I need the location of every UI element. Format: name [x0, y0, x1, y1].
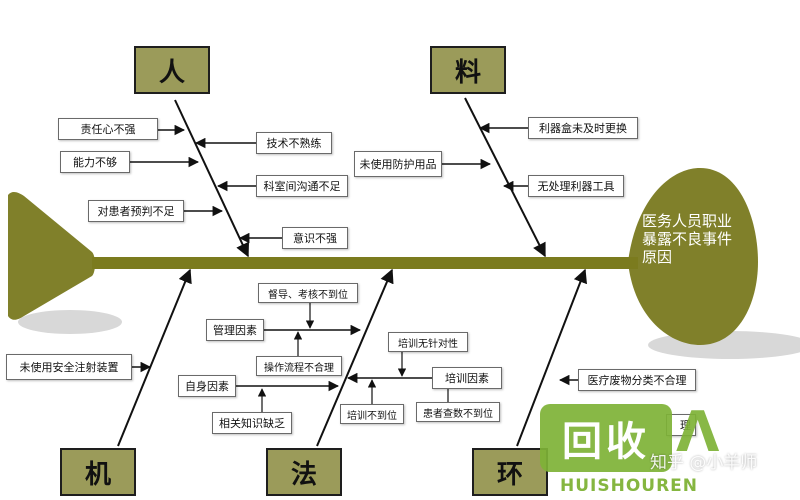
cause-jishu: 技术不熟练 — [256, 132, 332, 154]
category-ren: 人 — [134, 46, 210, 94]
cause-chuli: 无处理利器工具 — [528, 175, 624, 197]
cause-peixun: 培训因素 — [432, 367, 502, 389]
cause-zhushe: 未使用安全注射装置 — [6, 354, 132, 380]
cause-nengli: 能力不够 — [60, 151, 130, 173]
cause-goutong: 科室间沟通不足 — [256, 175, 348, 197]
cause-budaowei: 培训不到位 — [340, 404, 404, 424]
bone-ji — [117, 268, 192, 447]
fish-spine — [92, 257, 638, 269]
bone-ren — [174, 99, 249, 258]
watermark-user: 知乎 @小羊师 — [650, 453, 758, 473]
bone-huan — [516, 268, 587, 447]
watermark-logo: 回收 — [540, 404, 672, 472]
cause-liqihe: 利器盒未及时更换 — [528, 117, 638, 139]
category-ji: 机 — [60, 448, 136, 496]
category-fa: 法 — [266, 448, 342, 496]
cause-zhishi: 相关知识缺乏 — [212, 412, 292, 434]
cause-huanzhe: 患者查数不到位 — [416, 402, 500, 422]
cause-yupan: 对患者预判不足 — [88, 200, 184, 222]
fish-tail — [8, 192, 95, 320]
cause-yishi: 意识不强 — [282, 227, 348, 249]
cause-zhenduixing: 培训无针对性 — [388, 332, 468, 352]
effect-label: 医务人员职业暴露不良事件原因 — [642, 212, 733, 266]
cause-guanli: 管理因素 — [206, 319, 264, 341]
watermark-mark-icon: ᐱ — [676, 400, 720, 465]
cause-duzhi: 督导、考核不到位 — [258, 283, 358, 303]
cause-fanghu: 未使用防护用品 — [354, 151, 442, 177]
cause-feiwu: 医疗废物分类不合理 — [578, 369, 696, 391]
category-huan: 环 — [472, 448, 548, 496]
category-liao: 料 — [430, 46, 506, 94]
cause-zerenxin: 责任心不强 — [58, 118, 158, 140]
watermark-brand: HUISHOUREN — [560, 476, 699, 496]
fish-head — [628, 168, 758, 345]
tail-shadow — [18, 310, 122, 334]
bone-fa — [316, 268, 394, 447]
bone-liao — [464, 97, 546, 258]
cause-ziShen: 自身因素 — [178, 375, 236, 397]
cause-liucheng: 操作流程不合理 — [256, 356, 342, 376]
